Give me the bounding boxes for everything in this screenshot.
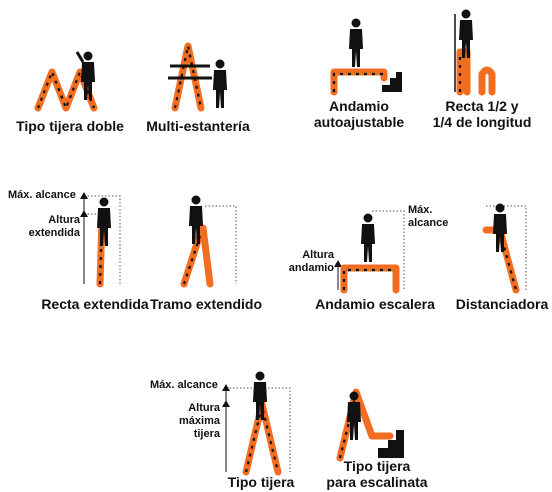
extended-section-ladder-illustration [180,195,237,288]
stair-scaffold-illustration [334,210,405,294]
multi-shelf-ladder-illustration [168,42,227,112]
caption-standoff: Distanciadora [455,296,549,312]
self-adjusting-scaffold-illustration [330,18,402,96]
label-max-reach-extended: Máx. alcance [8,189,76,201]
extended-straight-ladder-illustration [80,192,121,288]
label-max-reach-scissor: Máx. alcance [150,379,218,391]
stair-scissor-ladder-illustration [336,388,404,462]
scissor-ladder-illustration [222,371,291,476]
caption-extended-straight: Recta extendida [41,296,149,312]
standoff-ladder-illustration [482,203,527,294]
double-scissor-ladder-illustration [34,51,98,112]
caption-double-scissor: Tipo tijera doble [16,118,124,134]
caption-extended-section: Tramo extendido [149,296,263,312]
label-max-reach-scaffold: Máx.alcance [408,204,449,229]
caption-stair-scaffold: Andamio escalera [315,296,435,312]
caption-multi-shelf: Multi-estantería [146,118,250,134]
caption-scissor: Tipo tijera [227,474,295,490]
half-quarter-straight-ladder-illustration [454,9,496,96]
